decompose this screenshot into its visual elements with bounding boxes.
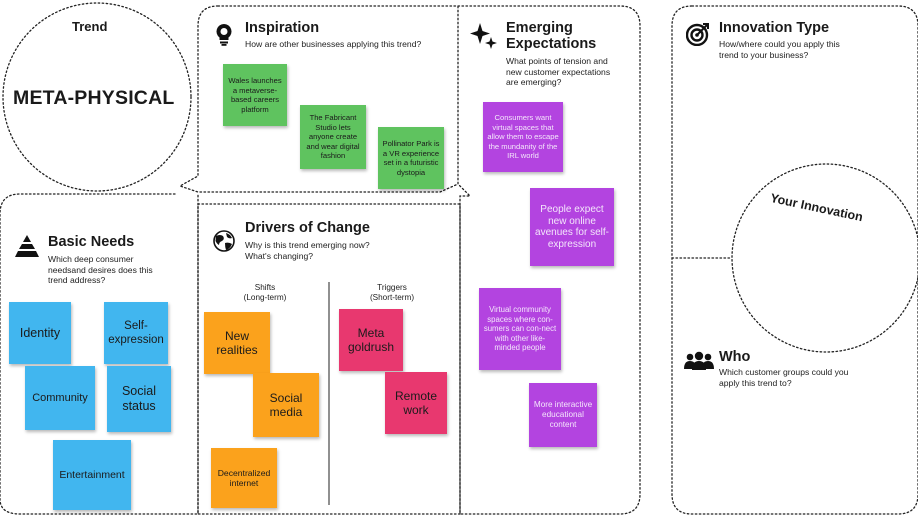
trend-label: Trend	[72, 19, 108, 34]
basic-need-note-4[interactable]: Social status	[107, 366, 171, 432]
your-innovation-circle	[731, 163, 918, 353]
basic-need-note-1[interactable]: Identity	[9, 302, 71, 364]
emerging-box-outline	[217, 5, 641, 515]
trend-circle	[2, 2, 192, 192]
lightbulb-icon	[214, 22, 234, 51]
right-box-outline	[671, 5, 918, 515]
basic-needs-question: Which deep consumer needsand desires doe…	[48, 254, 153, 285]
globe-icon	[213, 230, 235, 257]
basic-need-note-3[interactable]: Community	[25, 366, 95, 430]
inspiration-note-3[interactable]: Pollinator Park is a VR experience set i…	[378, 127, 444, 189]
emerging-note-4[interactable]: More interactive educational content	[529, 383, 597, 447]
emerging-note-2[interactable]: People expect new online avenues for sel…	[530, 188, 614, 266]
shifts-sublabel: (Long-term)	[243, 293, 287, 302]
trigger-note-2[interactable]: Remote work	[385, 372, 447, 434]
innovation-type-title: Innovation Type	[719, 20, 830, 36]
shift-note-1[interactable]: New realities	[204, 312, 270, 374]
basic-need-note-2[interactable]: Self-expression	[104, 302, 168, 364]
who-question: Which customer groups could you apply th…	[719, 367, 849, 388]
inspiration-box-outline	[178, 5, 459, 193]
inspiration-question: How are other businesses applying this t…	[245, 39, 422, 49]
shifts-label: Shifts	[254, 283, 276, 292]
innovation-type-question: How/where could you apply this trend to …	[719, 39, 840, 60]
emerging-note-1[interactable]: Consumers want virtual spaces that allow…	[483, 102, 563, 172]
inspiration-note-2[interactable]: The Fabricant Studio lets anyone create …	[300, 105, 366, 169]
emerging-title-line1: Emerging	[506, 20, 573, 36]
trend-name: META-PHYSICAL	[13, 87, 175, 109]
inspiration-note-1[interactable]: Wales launches a metaverse-based careers…	[223, 64, 287, 126]
triggers-sublabel: (Short-term)	[369, 293, 415, 302]
drivers-question-line1: Why is this trend emerging now?	[245, 240, 370, 250]
basic-needs-outline	[0, 193, 199, 515]
triggers-label: Triggers	[377, 283, 407, 292]
inspiration-title: Inspiration	[245, 20, 320, 36]
sparkle-icon	[470, 22, 498, 55]
drivers-question-line2: What's changing?	[245, 251, 314, 261]
shift-note-2[interactable]: Social media	[253, 373, 319, 437]
people-icon	[684, 351, 714, 376]
emerging-title-line2: Expectations	[506, 36, 597, 52]
pyramid-icon	[14, 234, 40, 263]
drivers-outline	[197, 203, 461, 515]
drivers-title: Drivers of Change	[245, 220, 370, 236]
who-title: Who	[719, 349, 751, 365]
basic-need-note-5[interactable]: Entertainment	[53, 440, 131, 510]
emerging-question: What points of tension and new customer …	[506, 56, 611, 87]
trigger-note-1[interactable]: Meta goldrush	[339, 309, 403, 371]
target-icon	[685, 22, 710, 51]
shift-note-3[interactable]: Decentralized internet	[211, 448, 277, 508]
basic-needs-title: Basic Needs	[48, 234, 135, 250]
emerging-note-3[interactable]: Virtual community spaces where con-sumer…	[479, 288, 561, 370]
